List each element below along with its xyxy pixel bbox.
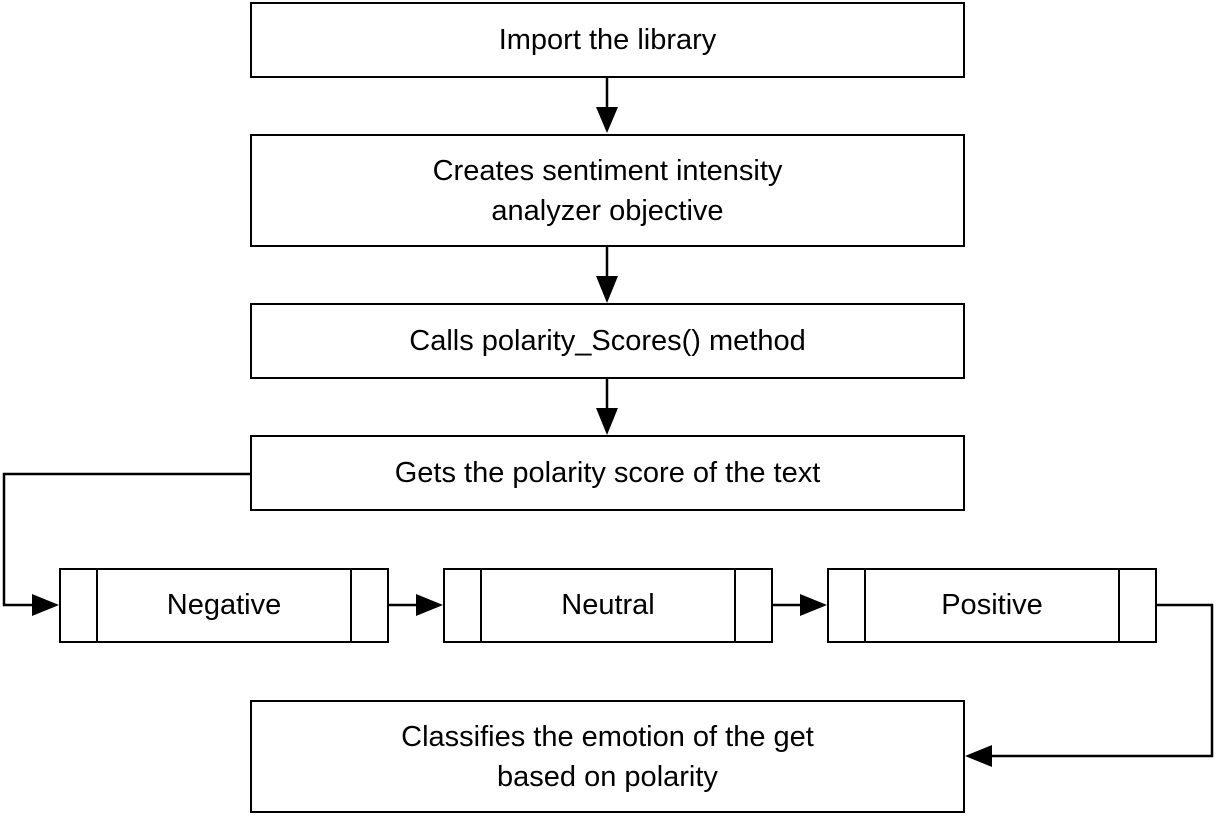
arrowhead-step3: [596, 276, 618, 303]
category-neutral-right-bar: [734, 570, 736, 641]
category-positive: Positive: [827, 568, 1157, 643]
step-get-polarity-score-text: Gets the polarity score of the text: [394, 457, 821, 489]
category-positive-right-bar: [1118, 570, 1120, 641]
category-positive-label: Positive: [941, 589, 1043, 621]
step-classify-emotion-line2: based on polarity: [497, 760, 718, 793]
step-get-polarity-score: Gets the polarity score of the text: [250, 435, 965, 511]
step-import-library: Import the library: [250, 2, 965, 78]
category-neutral: Neutral: [443, 568, 773, 643]
step-classify-emotion: Classifies the emotion of the get based …: [250, 700, 965, 813]
arrow-step4-to-negative: [2, 472, 250, 607]
step-call-polarity-scores: Calls polarity_Scores() method: [250, 303, 965, 379]
step-import-library-text: Import the library: [498, 24, 717, 56]
arrowhead-positive: [800, 594, 827, 616]
category-neutral-label: Neutral: [561, 589, 655, 621]
arrowhead-step4: [596, 408, 618, 435]
category-positive-left-bar: [864, 570, 866, 641]
arrowhead-step2: [596, 107, 618, 133]
step-call-polarity-scores-text: Calls polarity_Scores() method: [409, 325, 806, 357]
category-neutral-left-bar: [480, 570, 482, 641]
step-create-analyzer: Creates sentiment intensity analyzer obj…: [250, 134, 965, 247]
arrowhead-neutral: [416, 594, 443, 616]
arrow-positive-to-final: [986, 603, 1214, 758]
step-classify-emotion-line1: Classifies the emotion of the get: [401, 720, 814, 753]
category-negative-right-bar: [350, 570, 352, 641]
step-create-analyzer-line1: Creates sentiment intensity: [432, 154, 783, 187]
step-create-analyzer-line2: analyzer objective: [491, 194, 724, 227]
category-negative-label: Negative: [166, 589, 282, 621]
category-negative: Negative: [59, 568, 389, 643]
arrowhead-negative: [32, 594, 59, 616]
category-negative-left-bar: [96, 570, 98, 641]
arrowhead-final: [965, 745, 992, 767]
